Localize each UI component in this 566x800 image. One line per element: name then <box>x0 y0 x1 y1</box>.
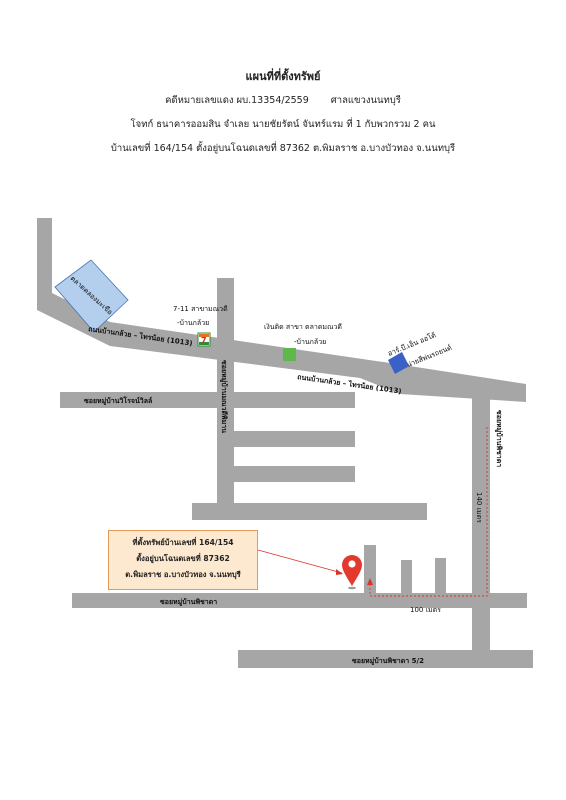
ngern-tid-label-1: เงินติด สาขา ตลาดมณวดี <box>264 323 342 331</box>
ngern-tid-marker <box>283 348 296 361</box>
case-number: คดีหมายเลขแดง ผบ.13354/2559 <box>165 95 309 106</box>
road-soi-right-vertical <box>472 396 490 656</box>
parties-line: โจทก์ ธนาคารออมสิน จำเลย นายชัยรัตน์ จัน… <box>130 119 436 130</box>
location-line: บ้านเลขที่ 164/154 ตั้งอยู่บนโฉนดเลขที่ … <box>110 143 456 154</box>
case-line: คดีหมายเลขแดง ผบ.13354/2559 ศาลแขวงนนทบุร… <box>0 93 566 108</box>
soi-pichada-label: ซอยหมู่บ้านพิชาดา <box>160 597 217 607</box>
soi-left-label: ซอยหมู่บ้านวิโรจน์วิลล์ <box>84 396 152 406</box>
road-left-vertical <box>37 218 52 304</box>
market-block <box>54 259 129 333</box>
road-stub-5 <box>401 560 412 600</box>
property-info-line-3: ต.พิมลราช อ.บางบัวทอง จ.นนทบุรี <box>125 570 241 579</box>
soi-vertical-label: ซอยหมู่บ้านมณวดีพิมาน <box>219 360 229 433</box>
seven-eleven-icon: 7 <box>197 332 211 347</box>
map-title: แผนที่ที่ตั้งทรัพย์ <box>245 70 321 83</box>
property-info-line-2: ตั้งอยู่บนโฉนดเลขที่ 87362 <box>136 554 230 563</box>
road-soi-left <box>60 392 355 408</box>
seven-eleven-label-2: -บ้านกล้วย <box>177 319 209 327</box>
route-arrowhead <box>367 578 373 585</box>
roads <box>37 218 533 668</box>
road-stub-1 <box>234 431 355 447</box>
svg-text:7: 7 <box>201 336 207 345</box>
pointer-line <box>257 549 343 574</box>
route-line <box>369 427 488 597</box>
road-soi-pichada <box>72 593 527 608</box>
location-pin-icon <box>342 555 362 590</box>
distance-100-label: 100 เมตร <box>410 606 441 614</box>
road-stub-6 <box>435 558 446 600</box>
seven-eleven-label-1: 7-11 สาขามณวดี <box>173 305 228 313</box>
ngern-tid-label-2: -บ้านกล้วย <box>294 338 326 346</box>
road-stub-4 <box>364 545 376 601</box>
pointer-arrowhead <box>336 569 343 575</box>
soi-right-vertical-label: ซอยหมู่บ้านพิชาดา <box>494 410 504 467</box>
road-stub-2 <box>234 466 355 482</box>
road-stub-3 <box>192 503 427 520</box>
property-info-box: ที่ตั้งทรัพย์บ้านเลขที่ 164/154 ตั้งอยู่… <box>108 530 258 590</box>
road-soi-pichada-52 <box>238 650 533 668</box>
distance-140-label: 140 เมตร <box>475 492 483 523</box>
soi-pichada-52-label: ซอยหมู่บ้านพิชาดา 5/2 <box>352 656 424 666</box>
court-name: ศาลแขวงนนทบุรี <box>330 95 401 106</box>
road-main <box>37 290 526 402</box>
property-info-line-1: ที่ตั้งทรัพย์บ้านเลขที่ 164/154 <box>132 538 234 547</box>
dealer-marker <box>388 352 409 374</box>
